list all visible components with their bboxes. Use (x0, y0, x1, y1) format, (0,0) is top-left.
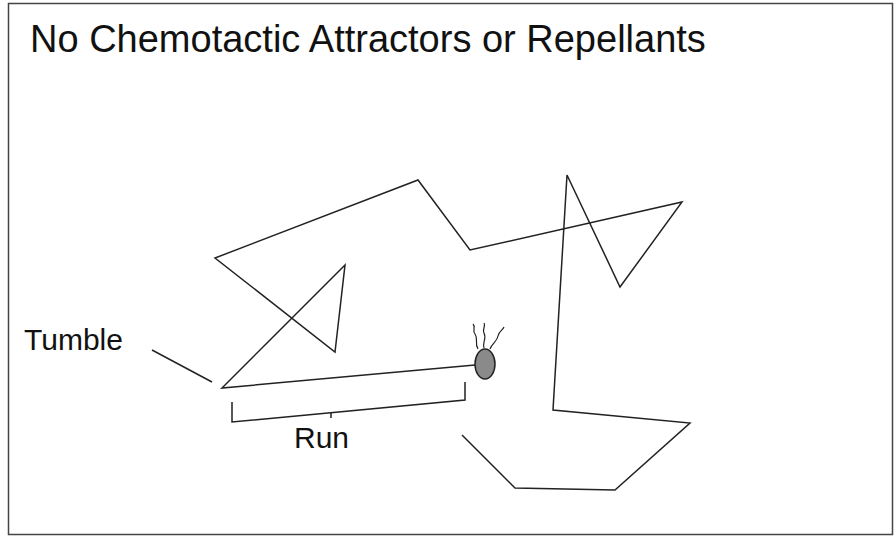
bracket-tick (330, 413, 332, 418)
bacterium-symbol (473, 323, 504, 379)
run-tumble-path (215, 175, 690, 490)
frame-border (9, 4, 893, 535)
tumble-label: Tumble (24, 325, 123, 355)
diagram-title: No Chemotactic Attractors or Repellants (30, 20, 706, 58)
run-label: Run (294, 423, 349, 453)
leader-line (152, 350, 212, 382)
run-bracket (232, 382, 465, 422)
